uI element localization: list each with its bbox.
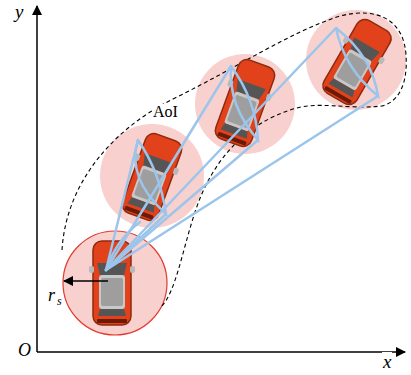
axis-label: y (14, 2, 24, 21)
radius-label: r (47, 286, 56, 304)
origin-label: O (17, 341, 32, 359)
radius-subscript: s (56, 295, 63, 307)
axis-label: x (382, 352, 392, 371)
region-label: AoI (152, 104, 179, 120)
